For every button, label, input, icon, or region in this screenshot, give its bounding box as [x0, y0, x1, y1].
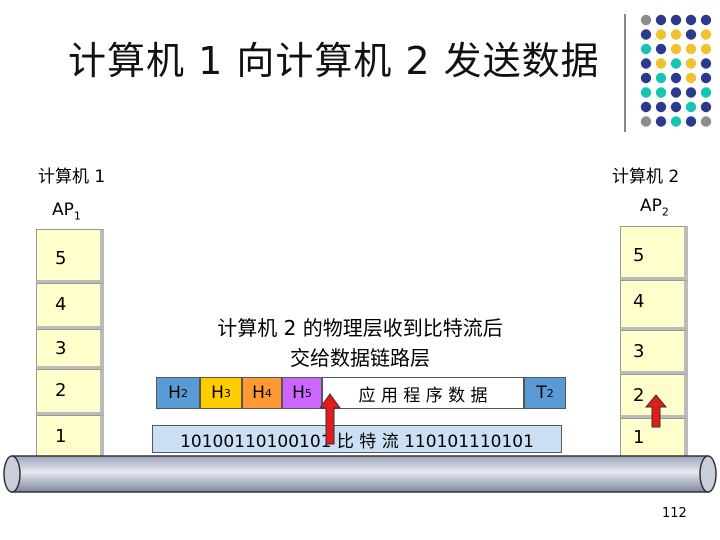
- decor-dot: [640, 116, 652, 127]
- c2-layer-1-label: 1: [633, 427, 645, 448]
- decor-dot: [700, 29, 712, 40]
- h4-text: H: [252, 383, 265, 403]
- c1-layer-4: 4: [36, 283, 104, 329]
- slide-title: 计算机 1 向计算机 2 发送数据: [68, 39, 600, 83]
- t2-text: T: [536, 383, 547, 403]
- caption: 计算机 2 的物理层收到比特流后 交给数据链路层: [150, 313, 570, 373]
- decor-dot: [640, 101, 652, 113]
- decor-dot: [640, 72, 652, 84]
- computer-1-layer-stack: 5 4 3 2 1: [36, 229, 104, 460]
- computer-2-ap: AP2: [640, 196, 669, 218]
- c1-layer-1-label: 1: [55, 426, 67, 447]
- ap-1-sub: 1: [73, 209, 81, 223]
- h3-sub: 3: [223, 386, 231, 400]
- decor-dot: [670, 87, 682, 98]
- decor-dot: [640, 14, 652, 26]
- c2-layer-2-label: 2: [633, 385, 645, 406]
- c1-layer-3: 3: [36, 329, 104, 369]
- frame-app-data: 应 用 程 序 数 据: [322, 377, 524, 409]
- h5-sub: 5: [304, 386, 312, 400]
- decor-dot: [655, 29, 667, 40]
- ap-2-text: AP: [640, 196, 662, 216]
- decor-dot: [670, 14, 682, 26]
- decor-dot: [685, 14, 697, 26]
- decor-dot: [700, 43, 712, 55]
- computer-1-ap: AP1: [52, 200, 81, 222]
- h2-sub: 2: [180, 386, 188, 400]
- decor-dot: [670, 29, 682, 40]
- transmission-medium: [3, 455, 717, 493]
- decor-dot: [700, 101, 712, 113]
- h3-text: H: [211, 383, 224, 403]
- bitstream: 10100110100101 比 特 流 110101110101: [152, 425, 562, 453]
- computer-1-label: 计算机 1: [38, 167, 106, 187]
- c1-layer-2-label: 2: [55, 380, 67, 401]
- decor-dot: [685, 101, 697, 113]
- c1-layer-5: 5: [36, 229, 104, 283]
- page-number: 112: [662, 506, 687, 521]
- h5-text: H: [292, 383, 305, 403]
- ap-1-text: AP: [52, 200, 74, 220]
- caption-line-1: 计算机 2 的物理层收到比特流后: [217, 316, 503, 340]
- c2-layer-3-label: 3: [633, 341, 645, 362]
- decor-line: [624, 14, 626, 132]
- t2-sub: 2: [546, 386, 554, 400]
- c1-layer-2: 2: [36, 369, 104, 415]
- decor-dot: [655, 116, 667, 127]
- decor-dot: [700, 58, 712, 69]
- decor-dot: [640, 43, 652, 55]
- c1-layer-4-label: 4: [55, 294, 67, 315]
- decor-dot: [685, 58, 697, 69]
- decor-dot: [655, 58, 667, 69]
- c2-layer-5: 5: [620, 226, 688, 280]
- decor-dot: [700, 72, 712, 84]
- c2-layer-3: 3: [620, 330, 688, 374]
- caption-line-2: 交给数据链路层: [290, 346, 430, 370]
- decor-dot: [655, 87, 667, 98]
- ap-2-sub: 2: [661, 205, 669, 219]
- c2-layer-4: 4: [620, 280, 688, 330]
- decor-dot: [700, 87, 712, 98]
- c2-layer-5-label: 5: [633, 245, 645, 266]
- decor-dot-grid: [640, 14, 712, 127]
- decor-dot: [670, 72, 682, 84]
- arrow-up-icon: [319, 393, 341, 445]
- decor-dot: [640, 58, 652, 69]
- decor-dot: [640, 29, 652, 40]
- decor-dot: [670, 116, 682, 127]
- h2-text: H: [168, 383, 181, 403]
- decor-dot: [655, 14, 667, 26]
- c1-layer-3-label: 3: [55, 338, 67, 359]
- decor-dot: [685, 43, 697, 55]
- c2-layer-4-label: 4: [633, 291, 645, 312]
- decor-dot: [670, 101, 682, 113]
- decor-dot: [655, 72, 667, 84]
- decor-dot: [685, 72, 697, 84]
- c1-layer-5-label: 5: [55, 248, 67, 269]
- decor-dot: [655, 43, 667, 55]
- decor-dot: [700, 14, 712, 26]
- decor-dot: [655, 101, 667, 113]
- computer-2-label: 计算机 2: [612, 167, 680, 187]
- h4-sub: 4: [264, 386, 272, 400]
- decor-dot: [685, 87, 697, 98]
- decor-dot: [670, 43, 682, 55]
- decor-dot: [685, 116, 697, 127]
- decor-dot: [670, 58, 682, 69]
- arrow-up-icon: [644, 394, 668, 428]
- decor-dot: [640, 87, 652, 98]
- decor-dot: [700, 116, 712, 127]
- decor-dot: [685, 29, 697, 40]
